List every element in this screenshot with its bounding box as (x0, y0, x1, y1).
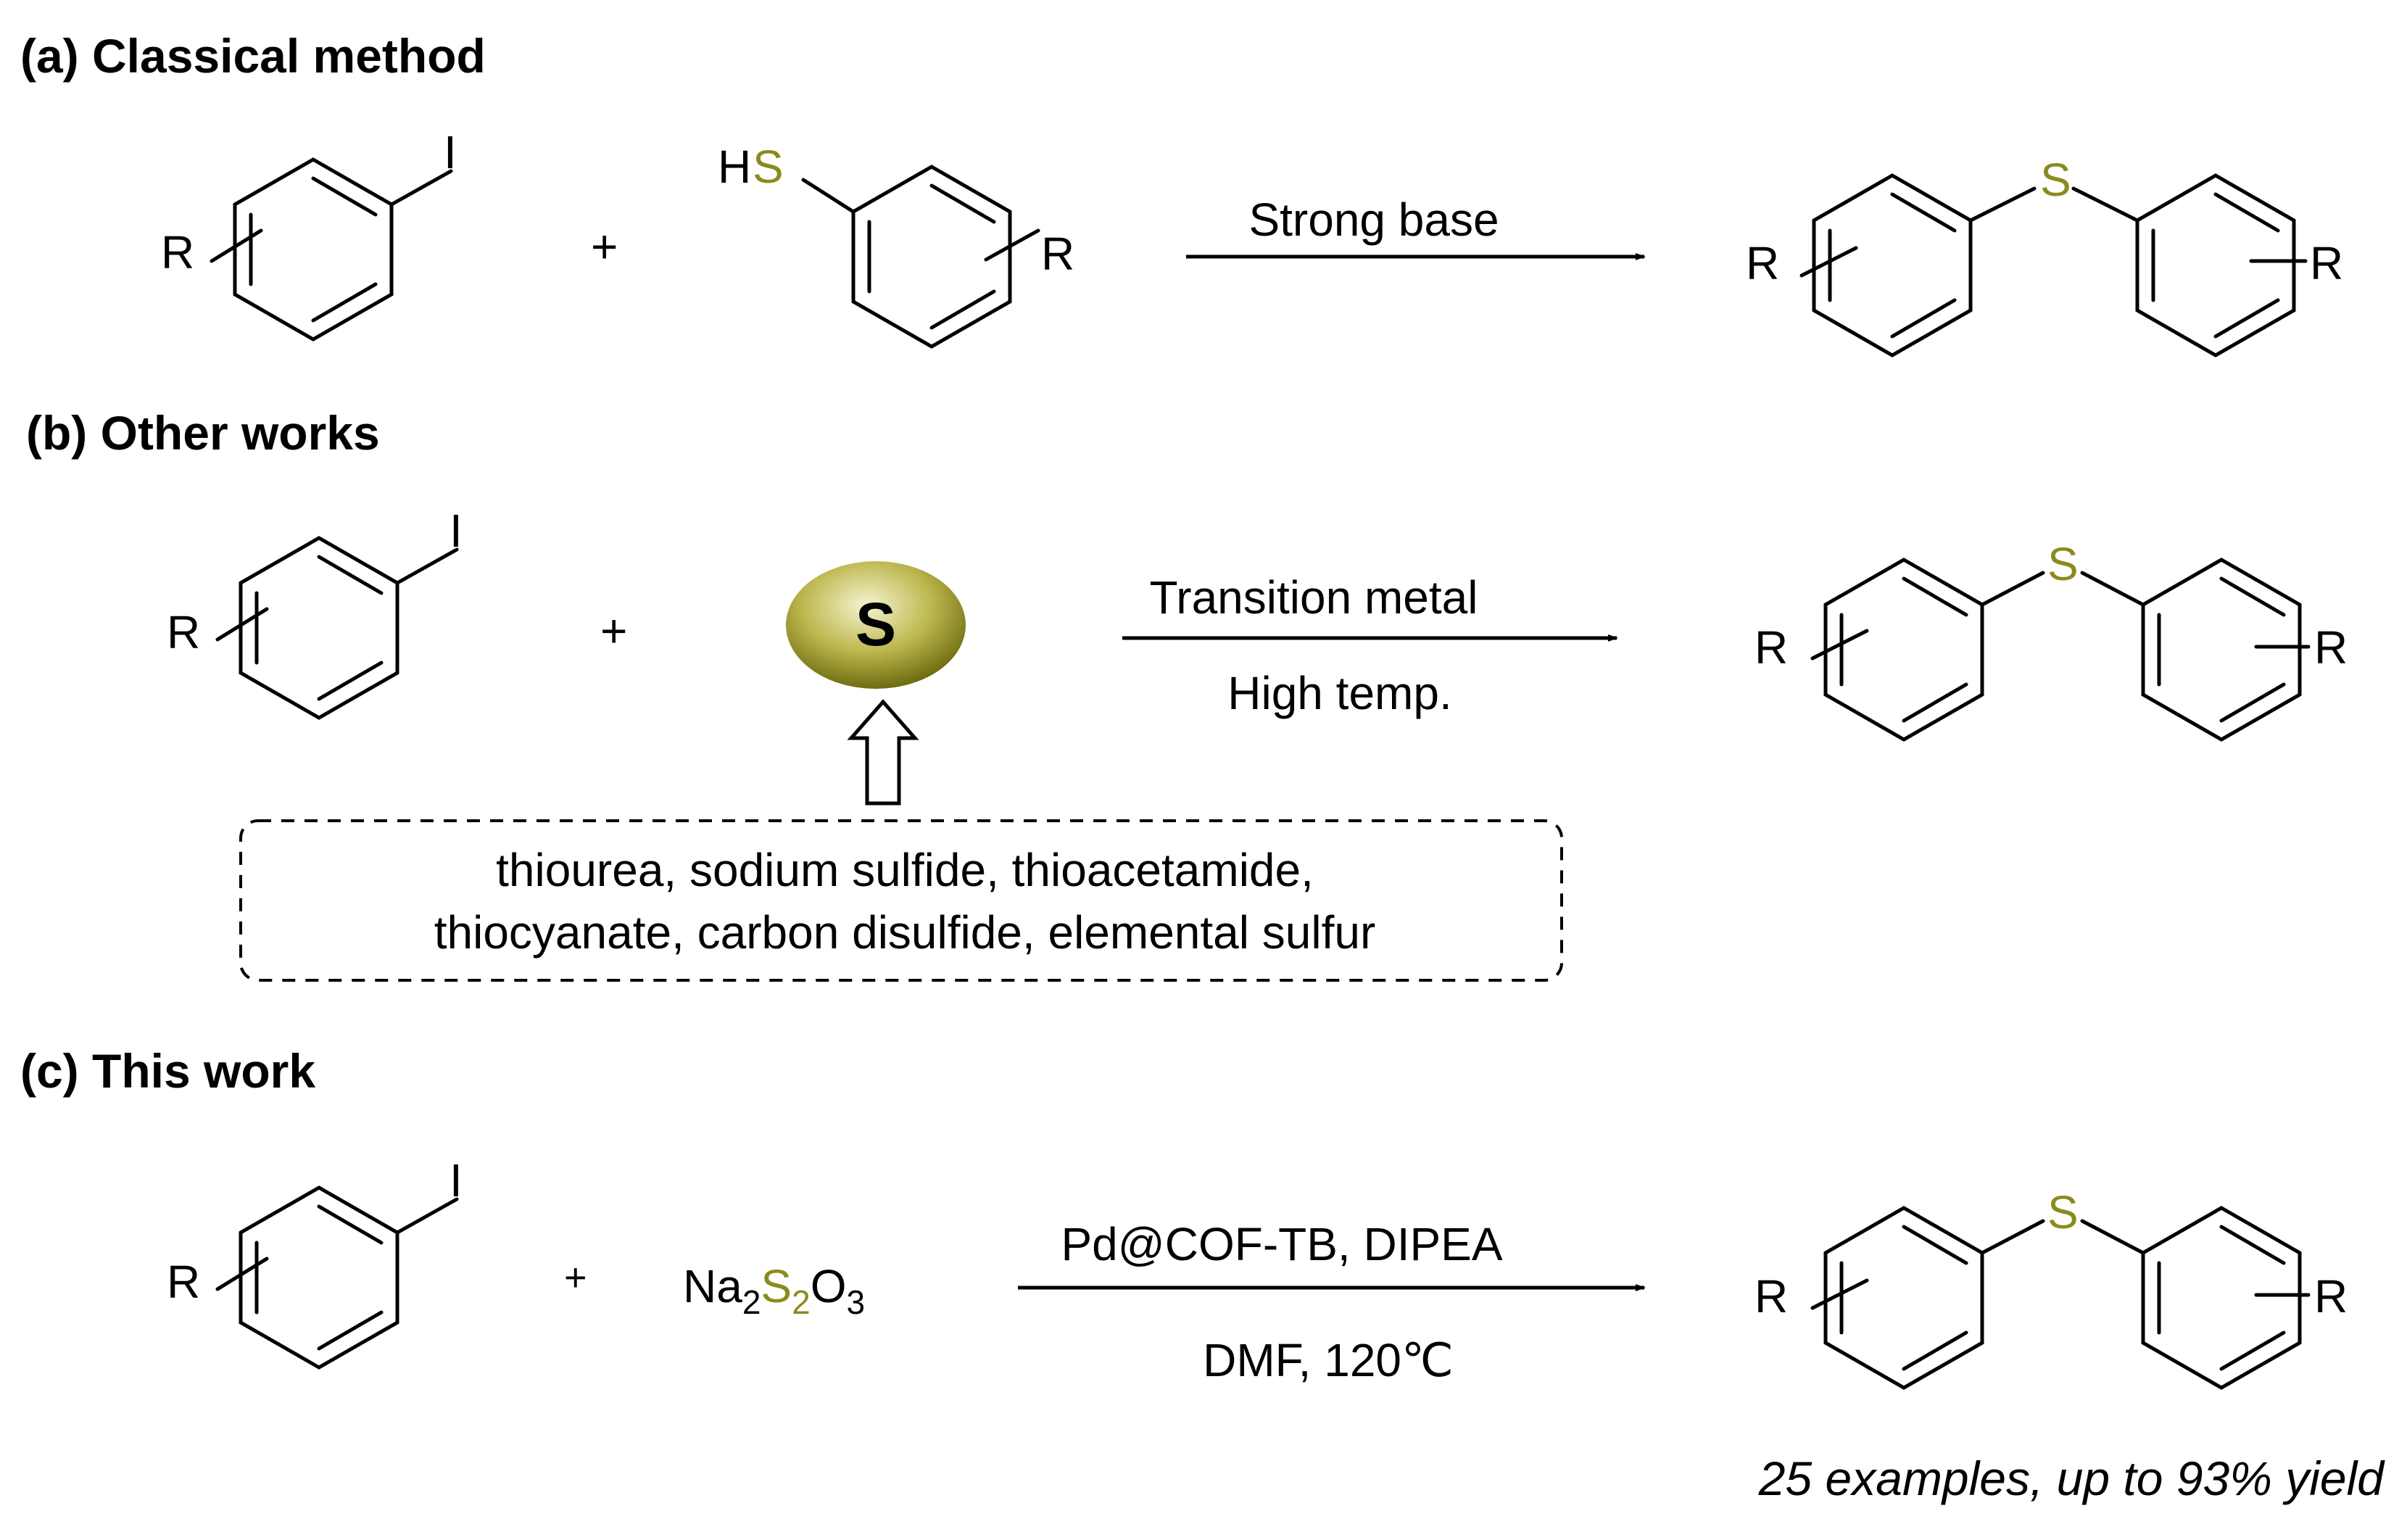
sulfur-sphere-label: S (856, 590, 896, 658)
iodine-label: I (450, 1154, 463, 1206)
iodine-label: I (450, 505, 463, 557)
r-label-right: R (2314, 621, 2348, 674)
plus-sign: + (591, 220, 618, 273)
scope-summary: 25 examples, up to 93% yield (1758, 1452, 2385, 1505)
r-label-left: R (1746, 237, 1779, 289)
section-b-title: (b) Other works (26, 406, 380, 460)
hydrogen-label: H (718, 141, 751, 193)
plus-sign: + (564, 1256, 587, 1299)
sulfur-sphere (786, 561, 966, 689)
r-label-right: R (2314, 1270, 2348, 1322)
condition-top-label: Pd@COF-TB, DIPEA (1061, 1218, 1502, 1270)
sulfur-label: S (2040, 154, 2071, 206)
section-b-iodoarene: I R (167, 505, 463, 720)
sodium-thiosulfate-formula: Na2S2O3 (683, 1260, 865, 1321)
sulfur-sources-line1: thiourea, sodium sulfide, thioacetamide, (496, 844, 1314, 896)
section-c-iodoarene: I R (167, 1154, 463, 1370)
sulfur-label: S (2047, 1186, 2079, 1238)
sulfur-sources-box (239, 819, 1563, 982)
r-label: R (167, 606, 200, 658)
r-label-left: R (1754, 621, 1788, 674)
section-c-product: S R R (1754, 1186, 2348, 1390)
r-label: R (161, 226, 194, 278)
r-label: R (1041, 228, 1074, 280)
hollow-up-arrow (847, 699, 919, 806)
section-b-product: S R R (1754, 538, 2348, 742)
iodine-label: I (444, 126, 457, 178)
condition-label: Strong base (1248, 194, 1499, 246)
section-a-product: S R R (1746, 154, 2343, 357)
plus-sign: + (600, 605, 627, 657)
condition-bottom-label: DMF, 120℃ (1203, 1334, 1454, 1386)
r-label-right: R (2310, 237, 2343, 289)
section-a-iodoarene: I R (161, 126, 457, 341)
condition-bottom-label: High temp. (1227, 667, 1451, 719)
sulfur-label: S (753, 141, 784, 193)
section-a-thiophenol: H S R (718, 141, 1074, 349)
sulfur-label: S (2047, 538, 2079, 590)
r-label: R (167, 1256, 200, 1308)
section-a-title: (a) Classical method (20, 29, 486, 83)
condition-top-label: Transition metal (1150, 571, 1478, 624)
sulfur-sources-line2: thiocyanate, carbon disulfide, elemental… (434, 906, 1376, 959)
r-label-left: R (1754, 1270, 1788, 1322)
section-c-title: (c) This work (20, 1044, 315, 1098)
